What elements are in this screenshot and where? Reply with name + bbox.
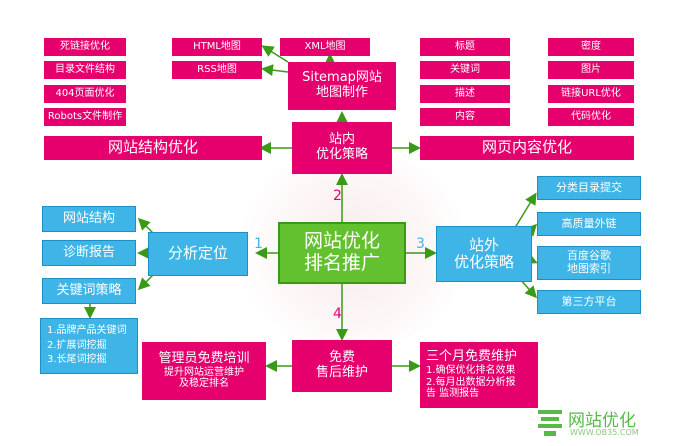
- structure-item-directory: 目录文件结构: [44, 61, 126, 79]
- logo-icon: [538, 410, 562, 436]
- content-item-link-url: 链接URL优化: [548, 85, 634, 103]
- keyword-list-item-2: 2.扩展词挖掘: [47, 339, 107, 351]
- onsite-optimization-strategy: 站内 优化策略: [292, 122, 392, 174]
- step-number-1: 1: [254, 236, 263, 252]
- step-number-3: 3: [416, 236, 425, 252]
- site-logo: 网站优化 WWW.OB35.COM: [536, 404, 684, 442]
- content-item-images: 图片: [548, 61, 634, 79]
- keyword-list-item-1: 1.品牌产品关键词: [47, 325, 127, 337]
- offsite-line-1: 站外: [468, 235, 499, 254]
- admin-free-training: 管理员免费培训 提升网站运营维护 及稳定排名: [142, 342, 266, 400]
- maintenance-item-3: 告 监测报告: [426, 388, 480, 400]
- content-item-description: 描述: [420, 85, 510, 103]
- content-item-keywords: 关键词: [420, 61, 510, 79]
- training-desc-2: 及稳定排名: [179, 378, 229, 390]
- offsite-map-line-1: 百度谷歌: [567, 249, 611, 263]
- analysis-item-structure: 网站结构: [42, 206, 136, 232]
- analysis-item-keyword-strategy: 关键词策略: [42, 278, 136, 304]
- offsite-line-2: 优化策略: [453, 253, 514, 271]
- center-line-1: 网站优化: [303, 230, 380, 253]
- content-item-code: 代码优化: [548, 108, 634, 126]
- structure-item-dead-links: 死链接优化: [44, 38, 126, 56]
- analysis-item-diagnosis: 诊断报告: [42, 240, 136, 266]
- offsite-item-quality-backlinks: 高质量外链: [537, 212, 641, 236]
- rss-map: RSS地图: [172, 61, 262, 79]
- onsite-line-2: 优化策略: [315, 147, 368, 162]
- maintenance-title: 三个月免费维护: [426, 349, 518, 365]
- free-aftersale-maintenance: 免费 售后维护: [292, 340, 392, 392]
- keyword-list: 1.品牌产品关键词 2.扩展词挖掘 3.长尾词挖掘: [40, 318, 138, 374]
- analysis-positioning: 分析定位: [148, 232, 248, 276]
- maintenance-item-2: 2.每月出数据分析报: [426, 376, 516, 388]
- sitemap-line-1: Sitemap网站: [302, 70, 382, 86]
- content-item-content: 内容: [420, 108, 510, 126]
- training-desc-1: 提升网站运营维护: [164, 366, 244, 378]
- onsite-line-1: 站内: [328, 132, 355, 148]
- page-content-optimization: 网页内容优化: [420, 136, 634, 160]
- aftersale-line-1: 免费: [328, 350, 355, 366]
- logo-text: 网站优化: [568, 411, 636, 431]
- offsite-item-map-index: 百度谷歌 地图索引: [537, 246, 641, 280]
- step-number-2: 2: [333, 188, 342, 204]
- content-item-density: 密度: [548, 38, 634, 56]
- sitemap-creation: Sitemap网站 地图制作: [288, 62, 396, 110]
- website-structure-optimization: 网站结构优化: [44, 136, 262, 160]
- offsite-item-third-party: 第三方平台: [537, 290, 641, 314]
- html-map: HTML地图: [172, 38, 262, 56]
- center-line-2: 排名推广: [303, 252, 380, 274]
- logo-subtext: WWW.OB35.COM: [570, 428, 639, 437]
- structure-item-robots: Robots文件制作: [44, 108, 126, 126]
- three-month-maintenance: 三个月免费维护 1.确保优化排名效果 2.每月出数据分析报 告 监测报告: [420, 342, 538, 408]
- content-item-title: 标题: [420, 38, 510, 56]
- maintenance-item-1: 1.确保优化排名效果: [426, 365, 516, 377]
- sitemap-line-2: 地图制作: [315, 85, 368, 100]
- step-number-4: 4: [333, 306, 342, 322]
- structure-item-404: 404页面优化: [44, 85, 126, 103]
- keyword-list-item-3: 3.长尾词挖掘: [47, 354, 107, 366]
- training-title: 管理员免费培训: [158, 351, 250, 367]
- offsite-optimization-strategy: 站外 优化策略: [436, 226, 532, 282]
- offsite-map-line-2: 地图索引: [567, 262, 611, 275]
- aftersale-line-2: 售后维护: [315, 365, 368, 380]
- center-website-optimization: 网站优化 排名推广: [278, 222, 406, 284]
- xml-map: XML地图: [280, 38, 370, 56]
- offsite-item-directory-submission: 分类目录提交: [537, 176, 641, 200]
